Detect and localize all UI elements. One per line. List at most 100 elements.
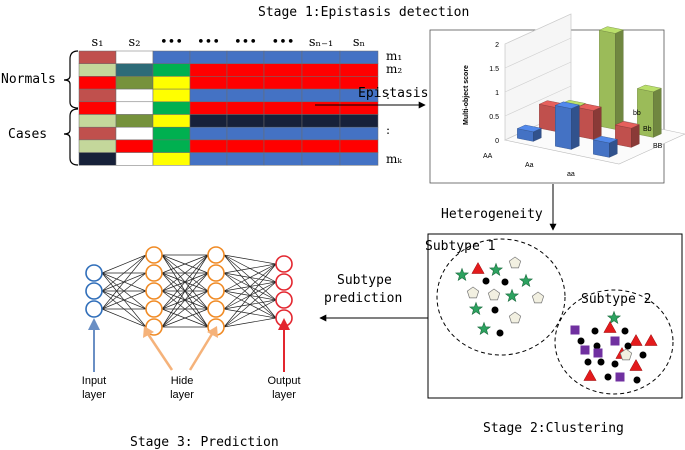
matrix-cell	[301, 50, 341, 64]
matrix-cell	[226, 76, 265, 90]
matrix-cell	[301, 152, 341, 166]
hidden-neuron	[145, 300, 163, 318]
matrix-cell	[339, 101, 379, 115]
matrix-cell	[226, 139, 265, 153]
subtype2-cluster	[554, 289, 674, 395]
matrix-row-label: m₁	[386, 49, 402, 63]
cases-brace	[63, 108, 79, 166]
matrix-cell	[339, 152, 379, 166]
chart-bar	[598, 26, 624, 130]
matrix-cell	[301, 101, 341, 115]
matrix-cell	[263, 50, 303, 64]
matrix-cell	[226, 152, 265, 166]
network-connection	[101, 308, 147, 328]
matrix-cell	[189, 114, 228, 128]
cluster-point-dot	[491, 306, 499, 314]
network-connection	[223, 263, 277, 274]
matrix-cell	[78, 152, 117, 166]
cluster-points	[454, 256, 658, 384]
chart-gridline	[504, 61, 572, 93]
chart-y-tick: 1	[495, 90, 499, 97]
matrix-cell	[263, 88, 303, 103]
chart-gridline	[504, 37, 572, 69]
matrix-cell	[115, 76, 154, 90]
input-neuron	[85, 300, 103, 318]
network-connection	[223, 254, 277, 265]
matrix-column-header: •••	[160, 35, 183, 50]
cluster-point-dot	[621, 327, 629, 335]
matrix-cell	[78, 76, 117, 90]
cluster-point-pentagon	[487, 288, 501, 301]
cluster-point-pentagon	[619, 348, 633, 361]
matrix-cell	[339, 50, 379, 64]
subtype1-cluster	[436, 238, 566, 356]
matrix-cell	[152, 50, 191, 64]
chart-depth-label: BB	[653, 143, 663, 150]
chart-y-tick: 2	[495, 42, 499, 49]
chart-y-tick: 0	[495, 138, 499, 145]
network-connection	[223, 263, 277, 292]
cluster-point-square	[615, 372, 625, 382]
matrix-cell	[226, 88, 265, 103]
matrix-cell	[263, 114, 303, 128]
matrix-cell	[152, 139, 191, 153]
chart-bar	[636, 84, 662, 138]
cluster-point-star	[518, 273, 534, 288]
network-connection	[223, 281, 277, 328]
network-connection	[161, 254, 209, 310]
cluster-point-dot	[611, 360, 619, 368]
hide-layer-pointer-right	[188, 333, 214, 371]
matrix-row-label: :	[386, 123, 390, 137]
matrix-cell	[115, 139, 154, 153]
output-neuron	[275, 255, 293, 273]
chart-bar	[516, 124, 542, 142]
stage2-title: Stage 2:Clustering	[483, 421, 624, 436]
chart-gridline	[504, 85, 572, 117]
genotype-matrix	[78, 50, 379, 166]
cluster-point-dot	[501, 278, 509, 286]
hidden-neuron	[145, 246, 163, 264]
matrix-row-label: :	[386, 88, 390, 102]
cluster-point-dot	[593, 342, 601, 350]
cluster-point-triangle	[629, 333, 643, 346]
matrix-cell	[78, 139, 117, 153]
chart-bar	[592, 135, 618, 158]
cluster-point-dot	[639, 351, 647, 359]
input-neuron	[85, 264, 103, 282]
matrix-cell	[152, 63, 191, 77]
chart-x-label: AA	[483, 153, 493, 160]
subtype2-label: Subtype 2	[581, 292, 651, 307]
chart-depth-label: bb	[633, 110, 641, 117]
matrix-cell	[78, 63, 117, 77]
hide-layer-pointer-right-head	[207, 326, 218, 338]
matrix-cell	[152, 126, 191, 141]
matrix-column-header: •••	[271, 35, 294, 50]
matrix-cell	[226, 126, 265, 141]
network-connection	[101, 254, 147, 292]
matrix-column-header: s₁	[92, 35, 104, 50]
cluster-point-star	[468, 301, 484, 316]
matrix-cell	[301, 126, 341, 141]
output-layer-pointer-head	[278, 318, 290, 330]
matrix-cell	[152, 76, 191, 90]
hidden-neuron	[207, 282, 225, 300]
cluster-point-dot	[604, 373, 612, 381]
chart-x-label: Aa	[525, 162, 534, 169]
network-connection	[223, 263, 277, 328]
matrix-cell	[301, 76, 341, 90]
matrix-cell	[78, 88, 117, 103]
matrix-cell	[189, 152, 228, 166]
matrix-cell	[189, 50, 228, 64]
network-connection	[161, 254, 209, 328]
chart-y-tick: 1.5	[489, 66, 499, 73]
network-connection	[161, 308, 209, 328]
matrix-cell	[189, 101, 228, 115]
network-connection	[101, 254, 147, 274]
output-neuron	[275, 273, 293, 291]
